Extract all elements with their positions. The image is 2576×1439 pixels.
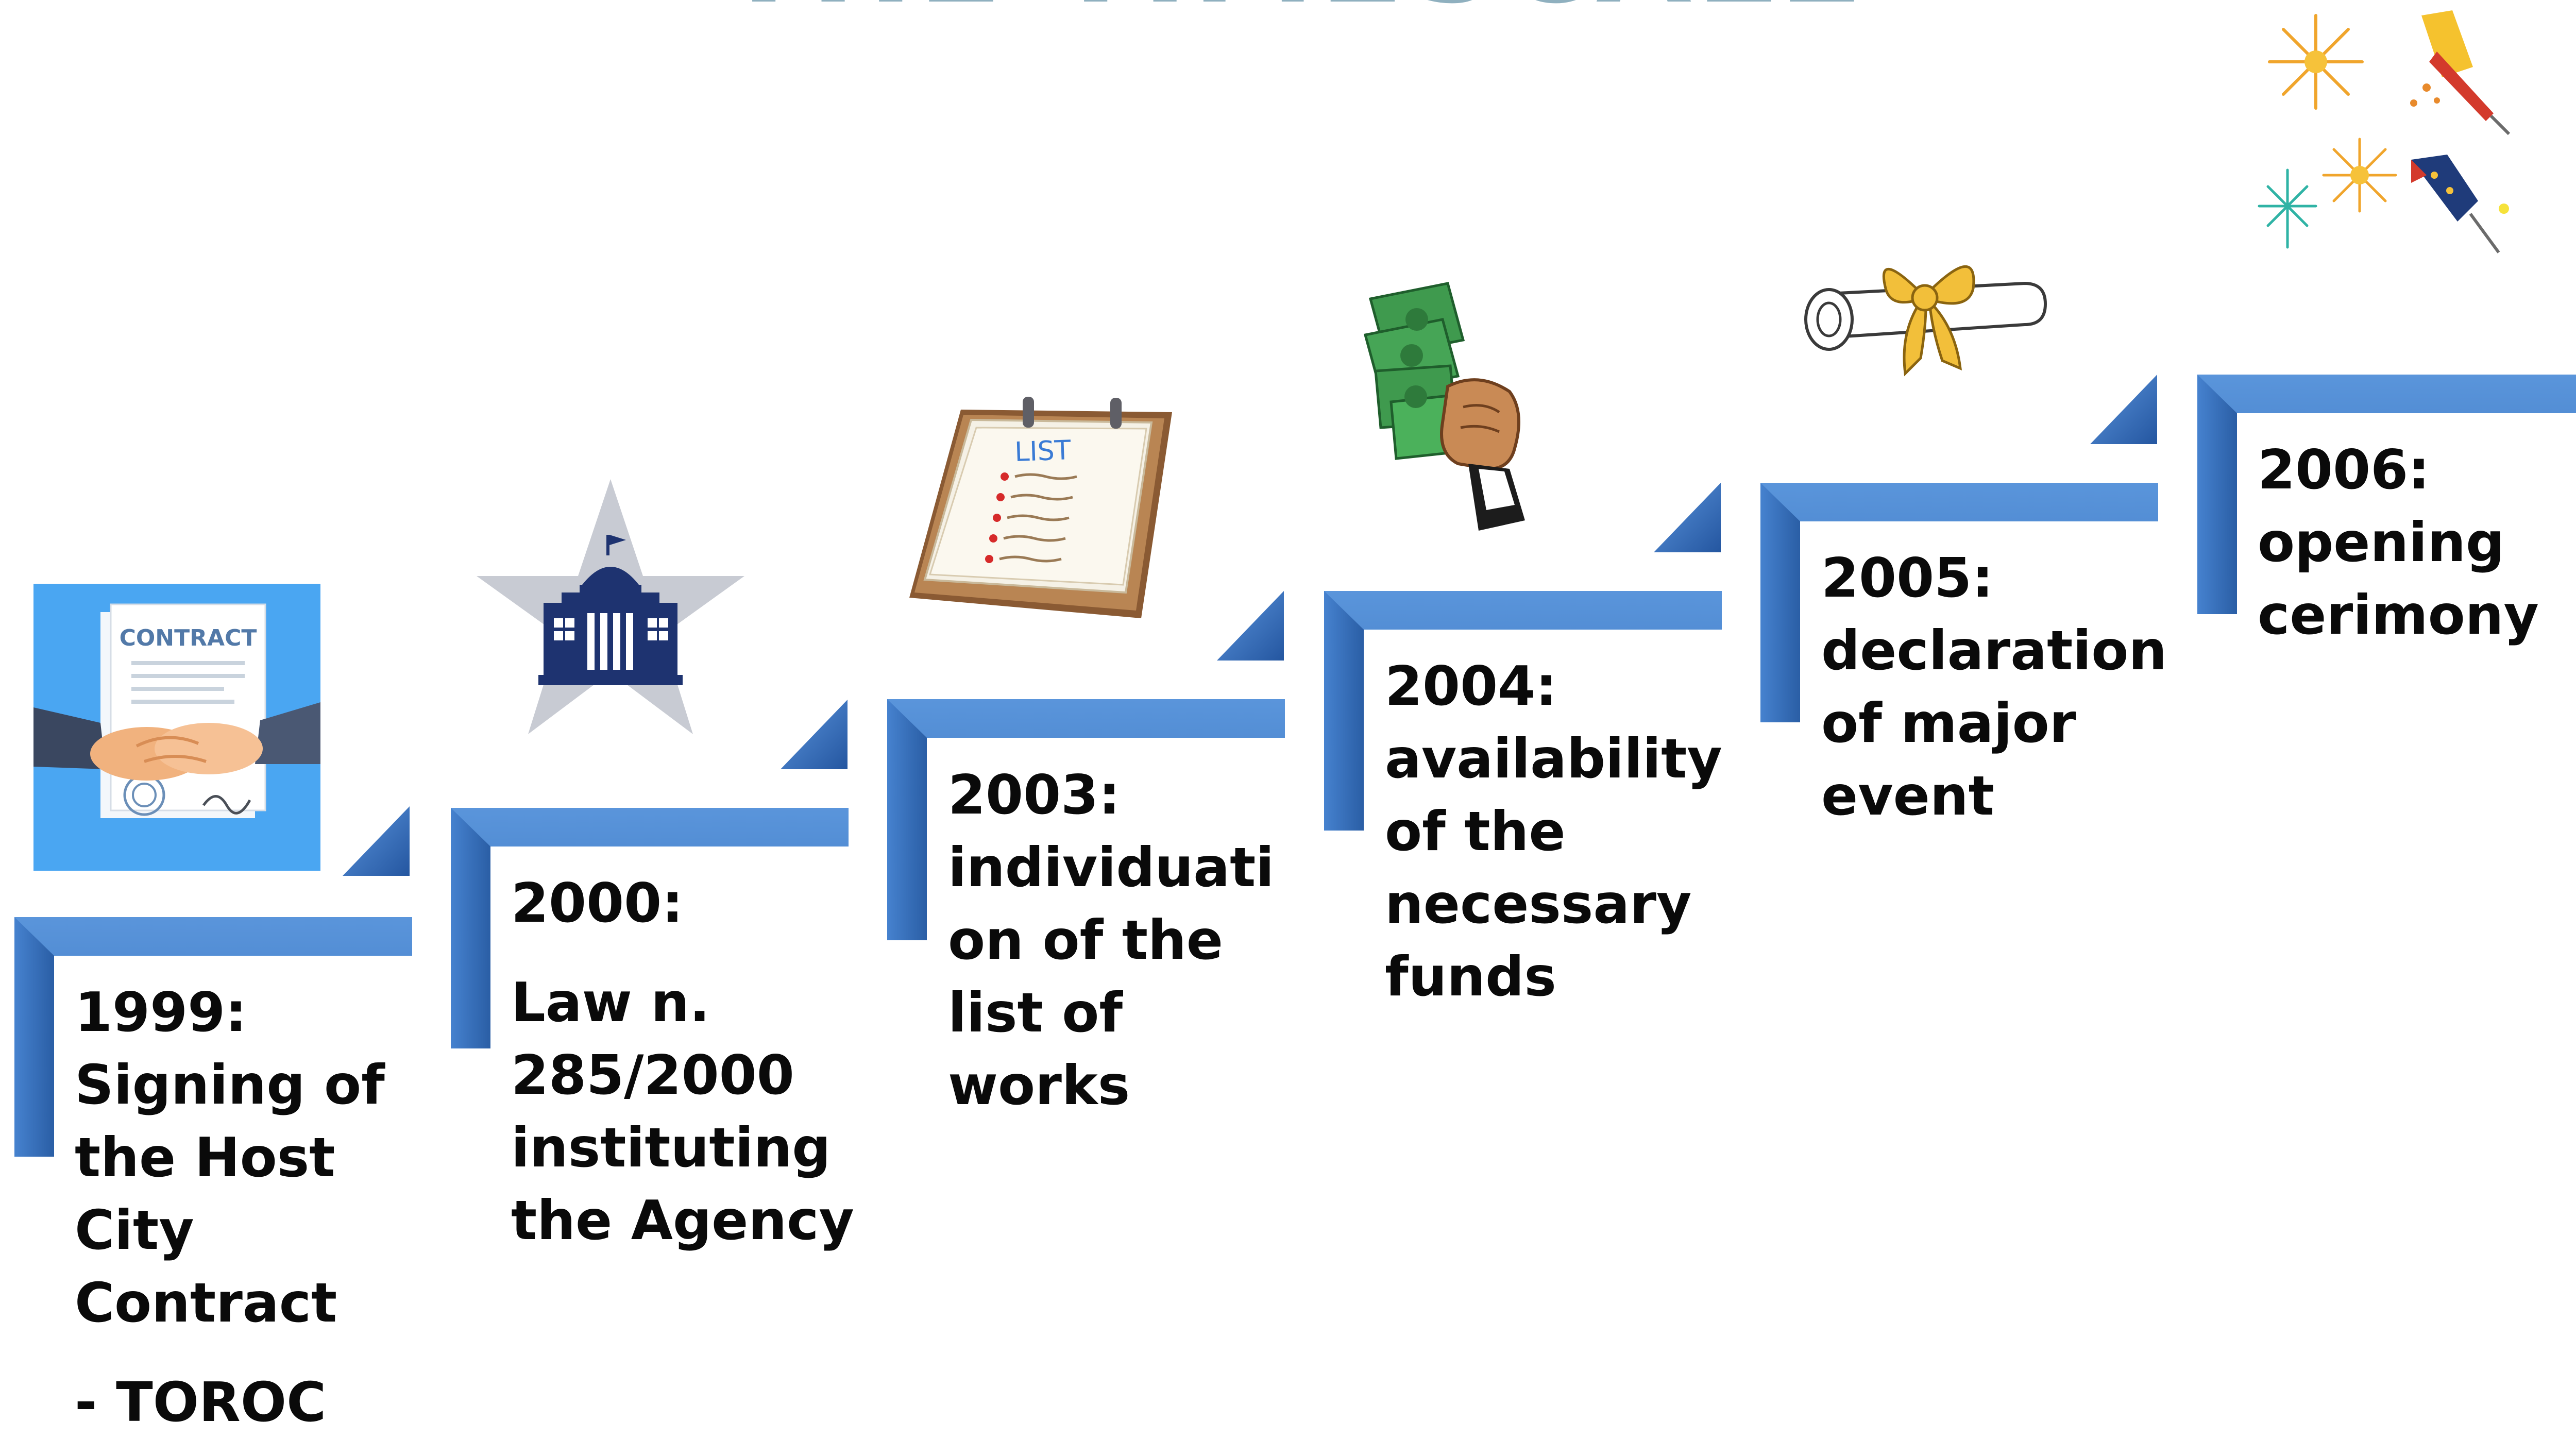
step-line: 285/2000 (511, 1044, 794, 1107)
government-building-star-icon (477, 479, 744, 734)
step-line: event (1821, 765, 1994, 827)
step-line: the Agency (511, 1189, 854, 1252)
slide-title: THE TIMESCALE (0, 0, 2576, 21)
step-line: availability (1385, 727, 1722, 790)
step-arrow-2000 (781, 700, 848, 769)
step-line: list of (948, 981, 1123, 1044)
step-line: Law n. (511, 971, 710, 1034)
step-arrow-2003 (1217, 591, 1284, 661)
step-text-2006: 2006: opening cerimony (2258, 434, 2539, 652)
step-line: City (75, 1199, 194, 1262)
step-line: of the (1385, 800, 1566, 863)
step-bracket-1999 (14, 806, 412, 1157)
step-year: 2003: (948, 764, 1121, 826)
step-bracket-2005 (1760, 375, 2158, 722)
step-line: Contract (75, 1272, 337, 1334)
step-text-2005: 2005: declaration of major event (1821, 542, 2167, 833)
step-line: - TOROC (75, 1371, 327, 1434)
fireworks-icon (2258, 10, 2511, 253)
step-year: 2006: (2258, 438, 2430, 501)
list-clipboard-icon: LIST (909, 397, 1172, 618)
step-arrow-2005 (2090, 375, 2157, 444)
step-line: works (948, 1054, 1130, 1117)
step-year: 2000: (511, 872, 684, 935)
step-arrow-1999 (343, 806, 410, 876)
step-line: necessary (1385, 873, 1692, 936)
step-bracket-2006 (2197, 375, 2576, 614)
step-text-2000: 2000: Law n. 285/2000 instituting the Ag… (511, 867, 854, 1257)
step-text-2003: 2003: individuati on of the list of work… (948, 759, 1274, 1122)
step-bracket-2000 (451, 700, 849, 1048)
step-line: opening (2258, 511, 2505, 574)
step-line: of major (1821, 692, 2076, 755)
step-line: the Host (75, 1126, 335, 1189)
step-bracket-2003 (887, 591, 1285, 940)
step-line: Signing of (75, 1054, 385, 1116)
money-hand-icon (1363, 282, 1525, 531)
step-text-1999: 1999: Signing of the Host City Contract … (75, 976, 385, 1439)
step-line: instituting (511, 1116, 831, 1179)
step-line: declaration (1821, 619, 2167, 682)
step-year: 2004: (1385, 655, 1557, 718)
step-line: individuati (948, 836, 1275, 899)
step-bracket-2004 (1324, 483, 1722, 831)
contract-handshake-icon: CONTRACT (33, 584, 320, 871)
step-line: on of the (948, 909, 1223, 972)
step-text-2004: 2004: availability of the necessary fund… (1385, 650, 1722, 1013)
step-line: cerimony (2258, 584, 2539, 647)
contract-label: CONTRACT (120, 625, 257, 651)
step-arrow-2004 (1654, 483, 1721, 552)
diploma-scroll-icon (1804, 265, 2047, 377)
step-year: 1999: (75, 981, 247, 1044)
step-year: 2005: (1821, 547, 1994, 610)
step-line: funds (1385, 945, 1556, 1008)
list-label: LIST (1014, 435, 1071, 468)
